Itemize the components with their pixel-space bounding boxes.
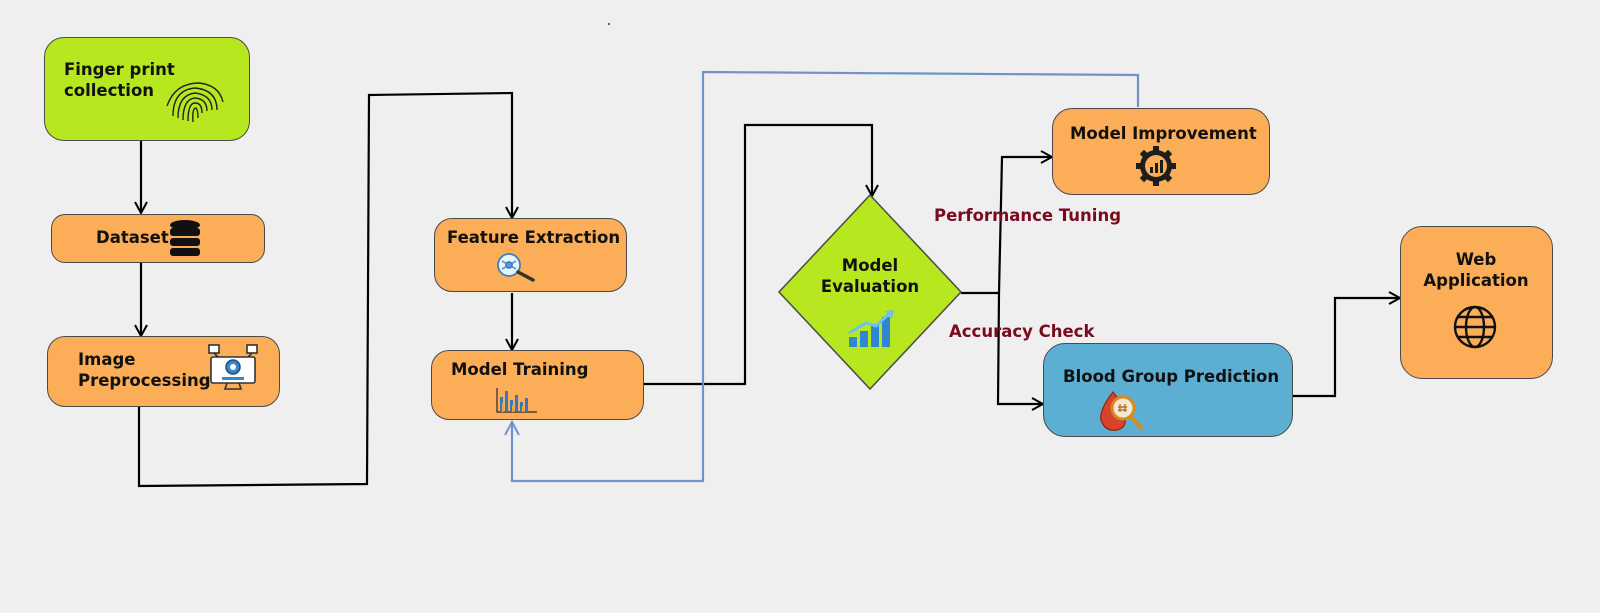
model-evaluation-diamond [777, 193, 963, 391]
edge-prediction-to-web-app [1293, 298, 1400, 398]
node-model-improvement: Model Improvement [1052, 108, 1270, 195]
node-fingerprint-collection: Finger print collection [44, 37, 250, 141]
node-feature-extraction: Feature Extraction [434, 218, 627, 292]
edge-label-accuracy-check: Accuracy Check [949, 322, 1095, 341]
model-improvement-label: Model Improvement [1070, 124, 1257, 143]
node-image-preprocessing: Image Preprocessing [47, 336, 280, 407]
monitor-gear-icon [208, 344, 258, 390]
model-evaluation-label: Model Evaluation [820, 256, 920, 296]
edge-label-performance-tuning: Performance Tuning [934, 206, 1122, 225]
edge-to-model-improvement [997, 157, 1052, 294]
database-icon [170, 220, 200, 256]
node-dataset: Dataset [51, 214, 265, 263]
fingerprint-icon [166, 82, 224, 123]
globe-icon [1453, 305, 1497, 349]
node-model-training: Model Training [431, 350, 644, 420]
growth-chart-icon [848, 310, 894, 347]
preprocessing-label: Image Preprocessing [78, 350, 211, 390]
node-blood-group-prediction: Blood Group Prediction [1043, 343, 1293, 437]
stray-dot [608, 23, 610, 25]
web-application-label: Web Application [1423, 250, 1529, 290]
bar-chart-icon [496, 388, 537, 413]
blood-group-prediction-label: Blood Group Prediction [1063, 367, 1280, 386]
edge-preprocessing-to-feature-extraction [137, 91, 512, 488]
node-model-evaluation: Model Evaluation [779, 195, 961, 389]
feedback-improvement-to-training [512, 70, 1140, 483]
fingerprint-label: Finger print collection [64, 60, 175, 100]
node-web-application: Web Application [1400, 226, 1553, 379]
feature-extraction-label: Feature Extraction [447, 228, 621, 247]
edge-to-blood-group-prediction [996, 292, 1043, 404]
gear-chart-icon [1136, 146, 1176, 186]
edge-training-to-evaluation [644, 123, 872, 386]
model-training-label: Model Training [451, 360, 589, 379]
magnifier-icon [497, 253, 535, 282]
blood-drop-magnifier-icon [1100, 391, 1143, 431]
dataset-label: Dataset [96, 228, 169, 247]
